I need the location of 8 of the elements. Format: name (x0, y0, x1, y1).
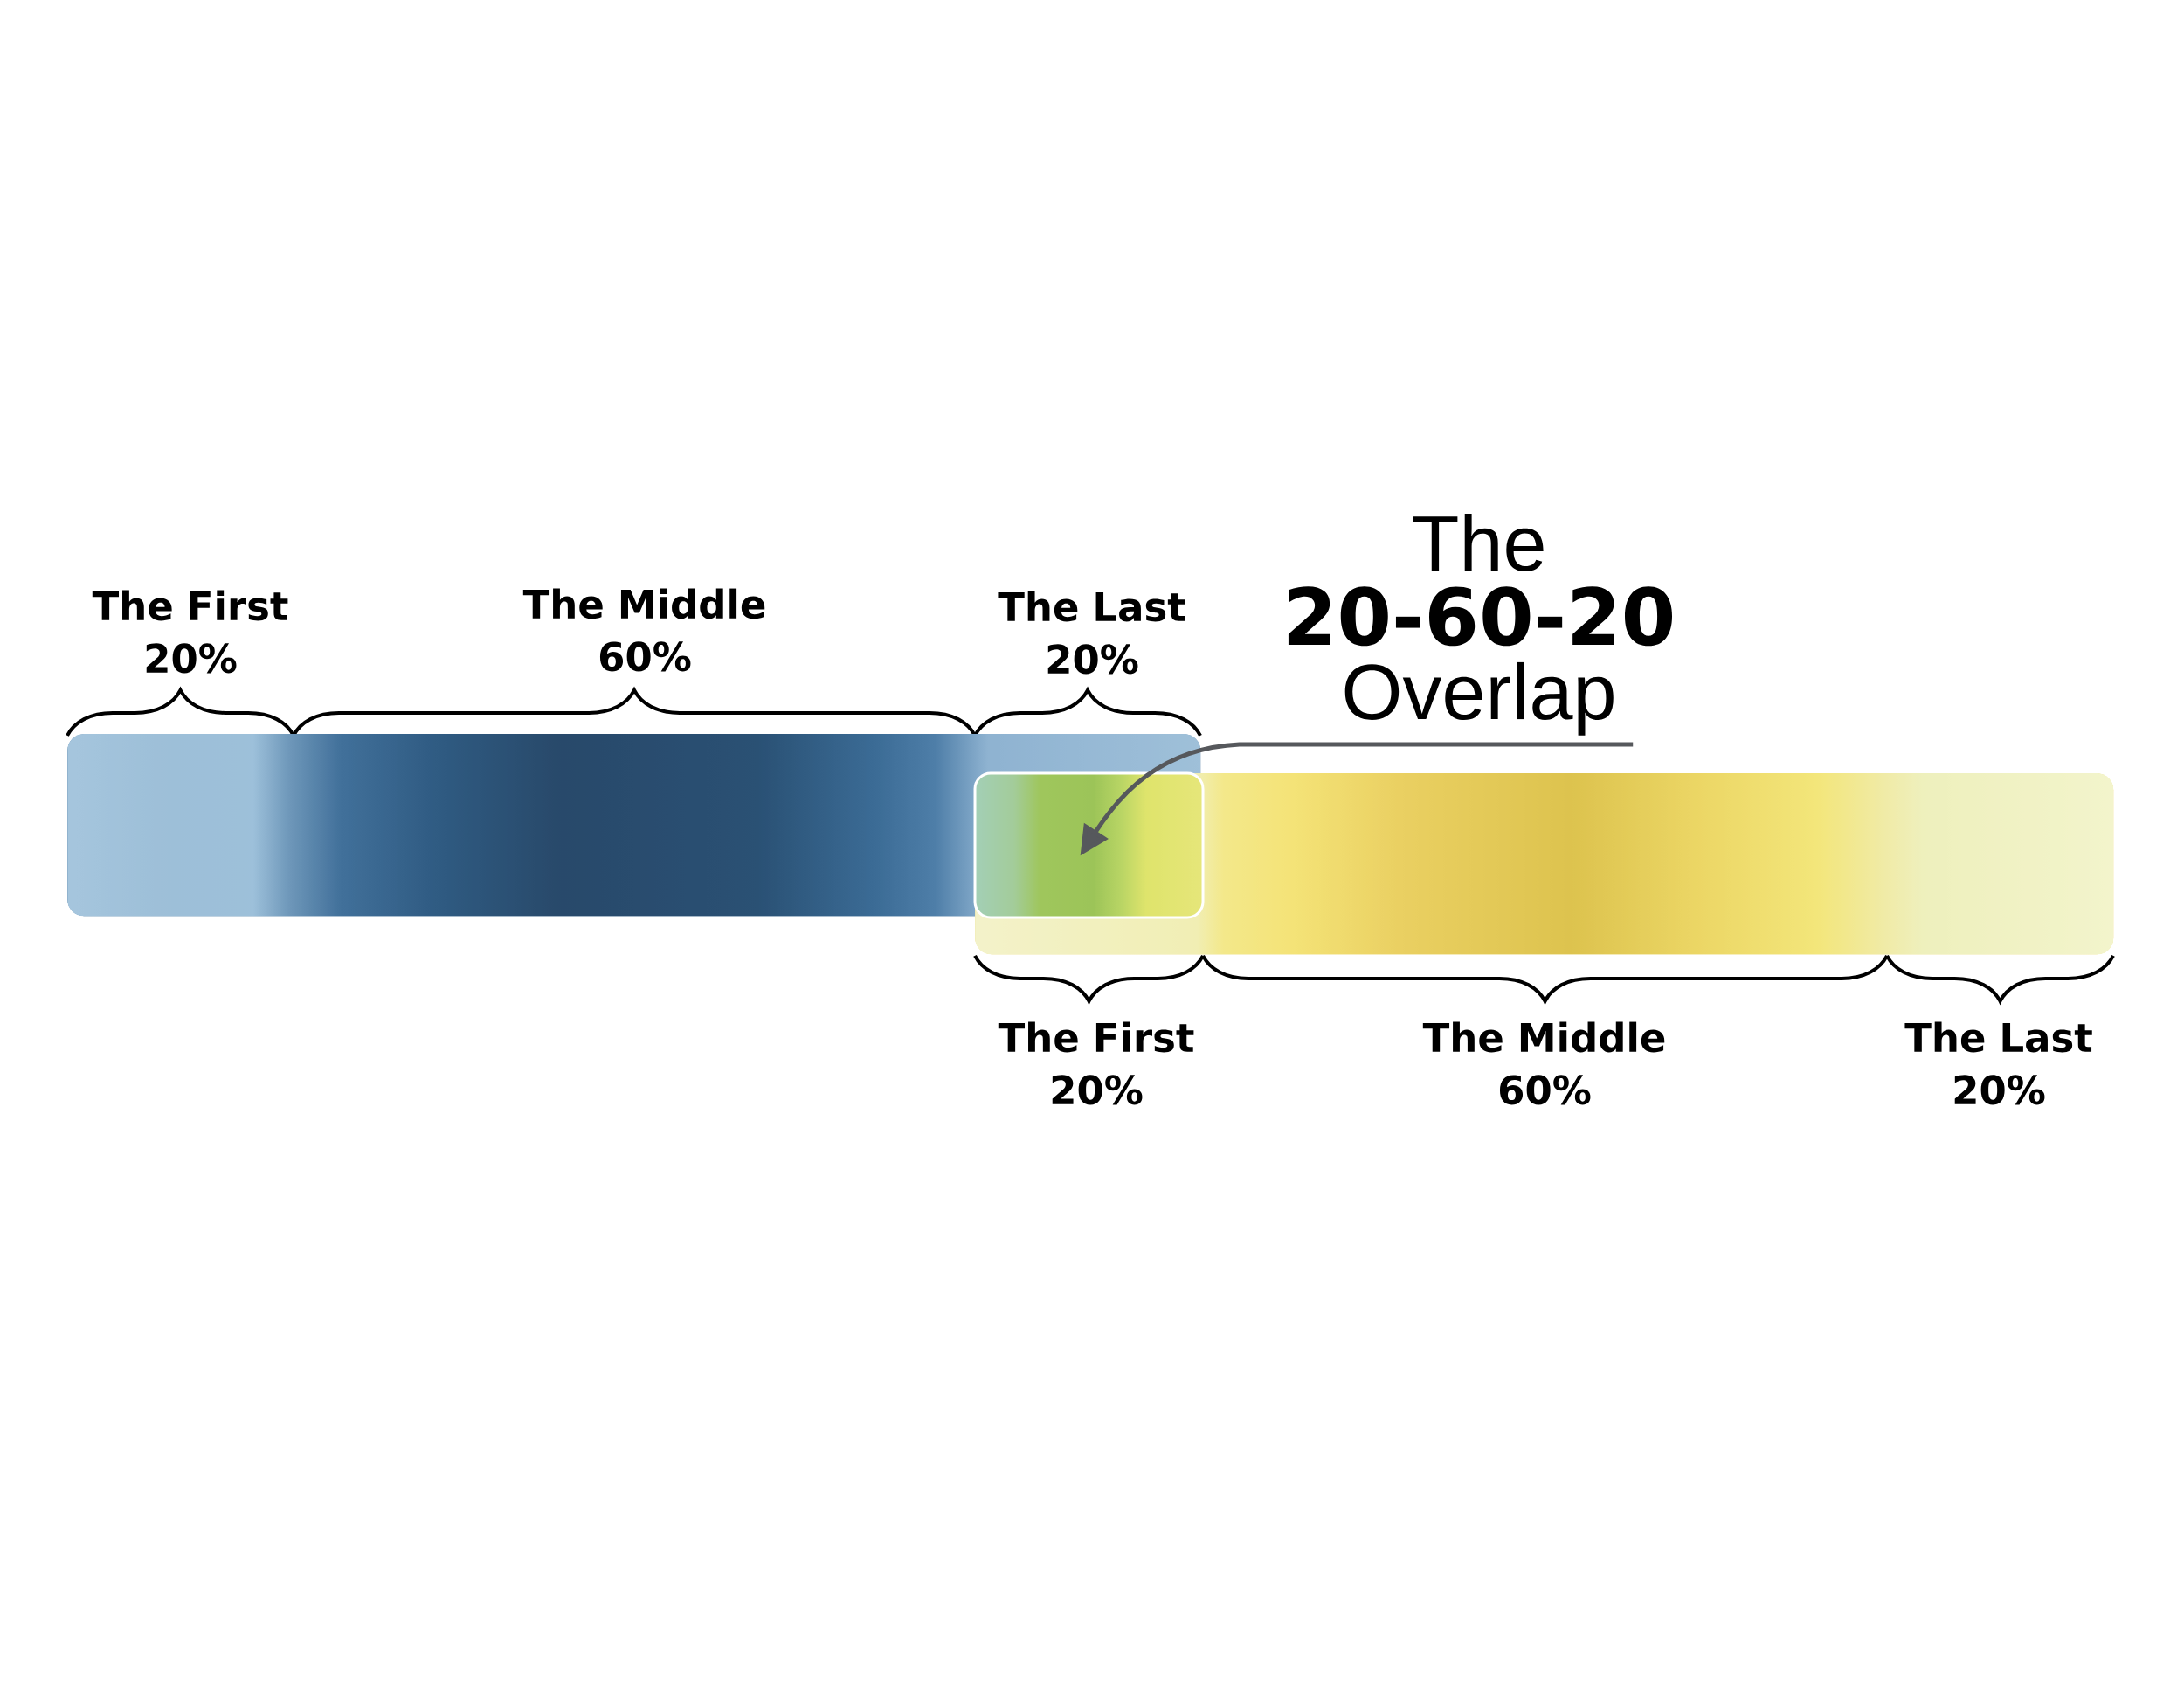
highlight-box (973, 771, 1205, 919)
segment-label: The First 20% (92, 590, 288, 674)
segment-label: The Last 20% (1904, 1021, 2092, 1105)
title-text: The 20-60-20 Overlap (1288, 513, 1672, 736)
segment-label: The Middle 60% (1422, 1021, 1665, 1105)
segment-label: The First 20% (998, 1021, 1194, 1105)
segment-label: The Last 20% (998, 591, 1185, 675)
segment-label: The Middle 60% (522, 588, 765, 672)
